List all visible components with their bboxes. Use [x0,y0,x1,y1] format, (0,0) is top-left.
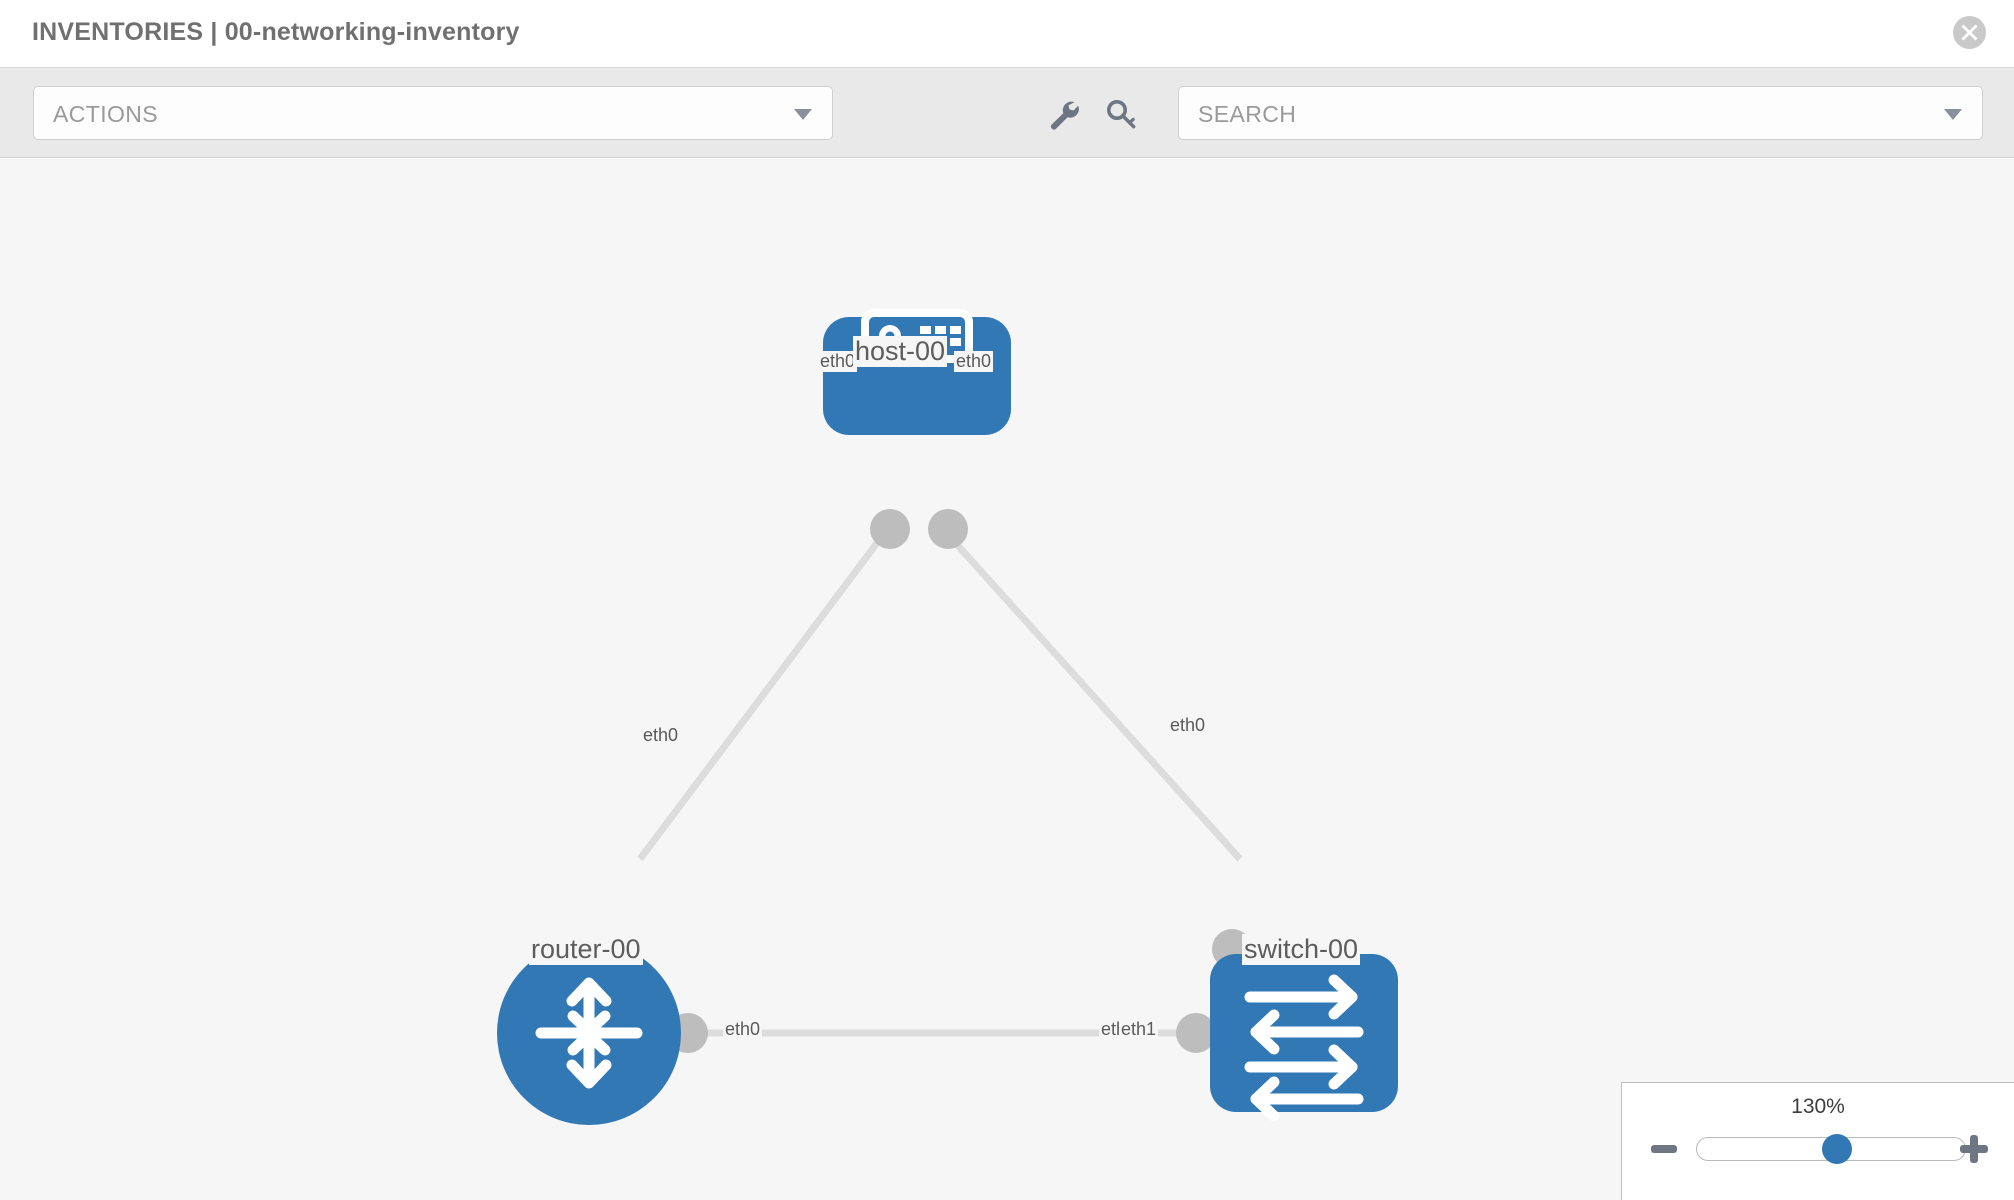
iface-label-router-eth0: eth0 [723,1019,763,1040]
connector-host-left [870,509,910,549]
switch-arrows-icon [1244,974,1364,1122]
node-label-host-00: host-00 [853,336,948,367]
chevron-down-icon [794,109,812,120]
zoom-level-value: 130% [1791,1095,1845,1118]
node-router-00 [497,941,681,1125]
search-chevron-down-icon[interactable] [1944,109,1962,120]
topology-canvas[interactable]: eth0 host-00 eth0 eth0 eth0 eth0 eth0 et… [0,159,2014,1200]
iface-label-router-up-eth0: eth0 [641,725,681,746]
minus-icon[interactable] [1651,1145,1677,1153]
iface-label-switch-eth1: eth1 [1119,1019,1159,1040]
topology-links [637,536,1250,1037]
page-title: INVENTORIES | 00-networking-inventory [32,18,520,46]
iface-label-switch-up-eth0: eth0 [1168,715,1208,736]
zoom-slider-handle[interactable] [1822,1134,1852,1164]
close-icon[interactable] [1953,16,1986,49]
wrench-icon[interactable] [1047,98,1081,132]
zoom-control-panel: 130% [1621,1082,2014,1200]
iface-label-host-eth0-right: eth0 [954,351,994,372]
actions-dropdown[interactable]: ACTIONS [33,86,833,140]
link-host-switch [949,536,1243,862]
router-arrows-icon [535,977,643,1089]
page-header: INVENTORIES | 00-networking-inventory [0,0,2014,68]
plus-icon[interactable] [1960,1135,1988,1163]
connector-switch-left [1176,1013,1216,1053]
node-label-switch-00: switch-00 [1242,934,1361,965]
node-host-00 [823,309,1011,435]
search-input[interactable]: SEARCH [1178,86,1983,140]
actions-dropdown-label: ACTIONS [53,101,159,127]
iface-label-host-eth0-left: eth0 [818,351,858,372]
topology-connectors [668,509,1252,1053]
toolbar: ACTIONS SEARCH [0,68,2014,158]
node-switch-00 [1210,954,1398,1122]
topology-graph [497,309,1398,1125]
node-label-router-00: router-00 [529,934,643,965]
link-host-router [637,536,883,862]
connector-host-right [928,509,968,549]
key-icon[interactable] [1104,98,1138,132]
search-placeholder: SEARCH [1198,101,1297,127]
